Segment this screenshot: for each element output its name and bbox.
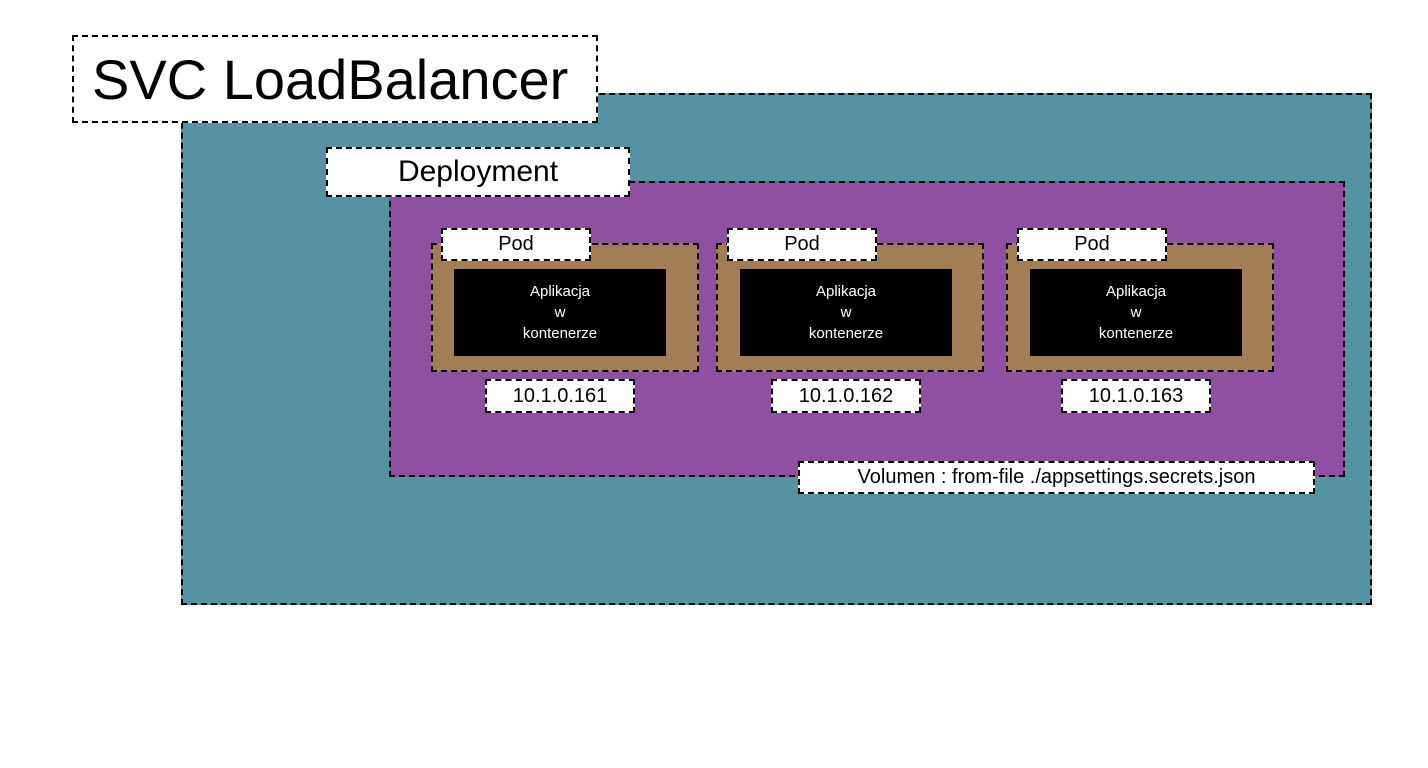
container-label: Aplikacja w kontenerze: [1098, 283, 1174, 342]
container-box: Aplikacja w kontenerze: [1030, 269, 1242, 356]
container-label: Aplikacja w kontenerze: [522, 283, 598, 342]
volume-label: Volumen : from-file ./appsettings.secret…: [798, 461, 1315, 494]
service-label: SVC LoadBalancer: [72, 35, 598, 123]
pod-label: Pod: [727, 228, 877, 261]
pod-ip-label: 10.1.0.162: [771, 379, 921, 413]
container-label: Aplikacja w kontenerze: [808, 283, 884, 342]
container-box: Aplikacja w kontenerze: [740, 269, 952, 356]
pod-ip-label: 10.1.0.161: [485, 379, 635, 413]
container-box: Aplikacja w kontenerze: [454, 269, 666, 356]
pod-label: Pod: [1017, 228, 1167, 261]
pod-ip-label: 10.1.0.163: [1061, 379, 1211, 413]
pod-label: Pod: [441, 228, 591, 261]
deployment-label: Deployment: [326, 147, 630, 197]
